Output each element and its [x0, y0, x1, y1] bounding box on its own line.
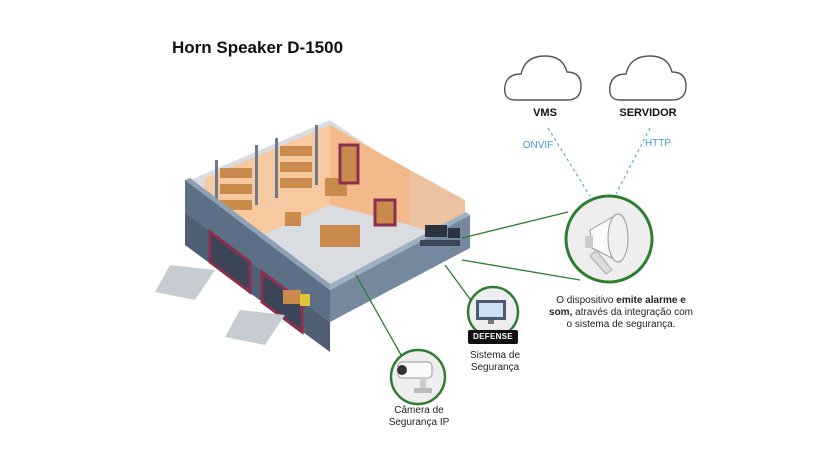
speaker-connector-line	[461, 259, 581, 281]
description-bold: emite alarme e som,	[549, 295, 686, 318]
camera-label: Câmera de Segurança IP	[374, 405, 464, 429]
description-text-end: através da integração com o sistema de s…	[566, 307, 693, 330]
server-link-line	[615, 127, 651, 195]
cloud-label-vms: VMS	[533, 107, 557, 119]
security-system-label-line1: Sistema de	[469, 350, 521, 361]
camera-label-line1: Câmera de	[394, 405, 444, 416]
protocol-label-onvif: ONVIF	[522, 140, 554, 151]
security-system-label-line2: Segurança	[470, 362, 520, 373]
cloud-label-servidor: SERVIDOR	[619, 107, 677, 119]
camera-label-line2: Segurança IP	[388, 417, 450, 428]
camera-connector-line	[355, 274, 406, 363]
speaker-description: O dispositivo emite alarme e som, atravé…	[546, 295, 696, 331]
cloud-icon	[504, 55, 582, 101]
cloud-icon	[609, 55, 687, 101]
shelf-crates	[220, 146, 360, 247]
speaker-connector-line	[461, 211, 569, 239]
vms-link-line	[547, 127, 591, 197]
warehouse-building	[155, 120, 470, 352]
horn-speaker-icon	[564, 194, 654, 284]
monitor-icon	[466, 285, 520, 339]
security-system-label: Sistema de Segurança	[450, 350, 540, 374]
defense-ia-badge: DEFENSE IA	[468, 330, 518, 355]
diagram-title: Horn Speaker D-1500	[172, 38, 344, 57]
protocol-label-http: HTTP	[644, 138, 672, 149]
camera-icon	[389, 348, 447, 406]
description-text: O dispositivo	[556, 295, 617, 306]
